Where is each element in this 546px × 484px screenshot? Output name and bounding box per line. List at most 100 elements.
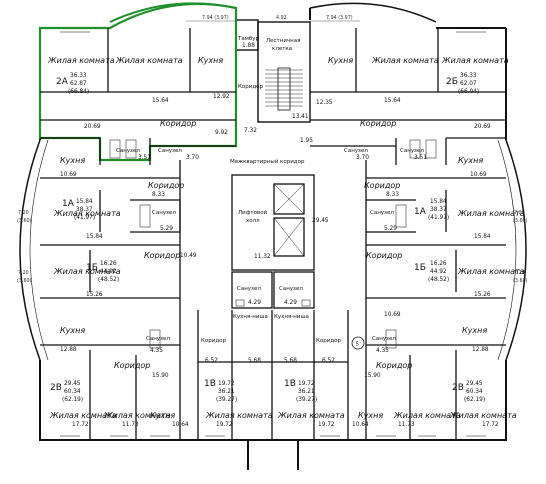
2v-l-bath-label: Санузел <box>146 336 170 342</box>
bath-l2-label: Санузел <box>158 148 182 154</box>
1a-l-living-label: Жилая комната <box>53 209 121 218</box>
section-marker <box>351 336 365 350</box>
1v-l-corridor-area: 6.52 <box>205 358 218 364</box>
1v-r-total: 36.21 <box>298 389 315 395</box>
side-dim-1b: (3.60) <box>17 218 32 224</box>
side-dim-2b: (3.60) <box>17 278 32 284</box>
1b-l-living-a: 16.26 <box>100 261 117 267</box>
left-arc-inner <box>29 139 49 361</box>
2v-r-bath-label: Санузел <box>372 336 396 342</box>
tambour-area: 1.88 <box>242 43 255 49</box>
2v-r-kitchen-area: 12.88 <box>472 347 489 353</box>
2v-l-living-label: Жилая комната <box>49 411 117 420</box>
2a-living2-label: Жилая комната <box>115 56 183 65</box>
2v-r-living-a: 29.45 <box>466 381 483 387</box>
core-bath-l-area: 4.29 <box>248 300 261 306</box>
1b-r-total-w: (48.52) <box>428 277 449 283</box>
side-dim-3b: (3.60) <box>513 218 528 224</box>
2v-r-k-area: 11.73 <box>398 422 415 428</box>
2v-l-bath-area: 4.35 <box>150 348 163 354</box>
1a-r-living-a: 15.84 <box>430 199 447 205</box>
2a-total-area: 62.87 <box>70 81 87 87</box>
2v-r-kitchen-label: Кухня <box>462 326 487 335</box>
side-dim-4: 7.20 <box>514 270 525 276</box>
2a-corridor-area: 9.92 <box>215 130 228 136</box>
1b-r-living-label: Жилая комната <box>457 267 525 276</box>
1a-r-bath-area: 5.29 <box>384 226 397 232</box>
1v-l-corridor-label: Коридор <box>201 338 227 344</box>
2a-kitchen-area: 12.92 <box>213 94 230 100</box>
1b-l-corridor-label: Коридор <box>144 251 180 260</box>
stair-label-2: клетка <box>272 46 292 52</box>
2v-r-total-w: (62.19) <box>464 397 485 403</box>
stair-label-1: Лестничная <box>266 38 300 44</box>
2v-l-living-a: 29.45 <box>64 381 81 387</box>
1a-l-total-w: (41.97) <box>74 215 95 221</box>
2b-living-area: 36.33 <box>460 73 477 79</box>
dim-top-left: 7.94 (3.97) <box>202 15 229 21</box>
1v-l-type: 1В <box>204 379 216 389</box>
1a-r-bath-label: Санузел <box>370 210 394 216</box>
2v-r-corridor-label: Коридор <box>376 361 412 370</box>
2v-r-living-label: Жилая комната <box>449 411 517 420</box>
1a-l-living-area: 15.84 <box>86 234 103 240</box>
right-arc-inner <box>497 139 517 361</box>
1b-r-living-area: 15.26 <box>474 292 491 298</box>
1a-r-living-label: Жилая комната <box>457 209 525 218</box>
1a-l-corridor-area: 8.33 <box>152 192 165 198</box>
1a-r-corridor-label: Коридор <box>364 181 400 190</box>
2v-l-living2-label: Жилая комната <box>103 411 171 420</box>
2v-l-living-area: 17.72 <box>72 422 89 428</box>
2v-l-kitchen-label: Кухня <box>60 326 85 335</box>
1v-r-total-w: (39.27) <box>296 397 317 403</box>
bath-r2-label: Санузел <box>400 148 424 154</box>
1a-r-kitchen-area: 10.69 <box>470 172 487 178</box>
1v-r-corridor-area: 6.52 <box>322 358 335 364</box>
1v-l-living-a: 19.72 <box>218 381 235 387</box>
1a-r-type: 1А <box>414 207 427 217</box>
corr-small-area: 7.32 <box>244 128 257 134</box>
2a-kitchen-label: Кухня <box>198 56 223 65</box>
core-walls <box>197 174 349 440</box>
dim-top-right: 7.94 (3.97) <box>326 15 353 21</box>
1v-r-living-area: 19.72 <box>318 422 335 428</box>
1a-r-corridor-area: 8.33 <box>386 192 399 198</box>
2v-r-x-area: 10.64 <box>352 422 369 428</box>
core-bath-r-area: 4.29 <box>284 300 297 306</box>
core-bath-l-label: Санузел <box>237 286 261 292</box>
stair-area: 13.41 <box>292 114 309 120</box>
2a-living-area: 36.33 <box>70 73 87 79</box>
1v-l-total: 36.21 <box>218 389 235 395</box>
2b-total-w: (66.04) <box>458 89 479 95</box>
1a-r-total-w: (41.97) <box>428 215 449 221</box>
2v-r-bath-area: 4.35 <box>376 348 389 354</box>
core-bath-r-label: Санузел <box>279 286 303 292</box>
1a-l-living-a: 15.84 <box>76 199 93 205</box>
kn-l-label: Кухня-ниша <box>233 314 268 320</box>
2b-living-label: Жилая комната <box>371 56 439 65</box>
2v-l-total: 60.34 <box>64 389 81 395</box>
1b-l-corridor-area: 10.49 <box>180 253 197 259</box>
1v-l-living-label: Жилая комната <box>205 411 273 420</box>
2v-l-k-area: 11.73 <box>122 422 139 428</box>
inter-corridor-label: Межквартирный коридор <box>230 158 305 165</box>
2v-r-corridor-area: 15.90 <box>364 373 381 379</box>
2a-corridor-label: Коридор <box>160 119 196 128</box>
top-right-arc <box>309 2 437 23</box>
right-arc-wall <box>505 139 527 361</box>
1a-r-total: 38.37 <box>430 207 447 213</box>
side-dim-2: 7.20 <box>18 270 29 276</box>
1a-r-living-area: 15.84 <box>474 234 491 240</box>
side-dim-3: 7.20 <box>514 210 525 216</box>
1a-l-corridor-label: Коридор <box>148 181 184 190</box>
2b-living2-area: 20.69 <box>474 124 491 130</box>
top-dimensions: 7.94 (3.97) 4.92 7.94 (3.97) <box>186 15 360 22</box>
windows <box>60 31 486 437</box>
1b-r-corridor-label: Коридор <box>366 251 402 260</box>
1a-r-kitchen-label: Кухня <box>458 156 483 165</box>
2a-total-w: (66.84) <box>68 89 89 95</box>
apartment-2a-outline <box>38 2 238 162</box>
2b-kitchen-label: Кухня <box>328 56 353 65</box>
2v-l-total-w: (62.19) <box>62 397 83 403</box>
